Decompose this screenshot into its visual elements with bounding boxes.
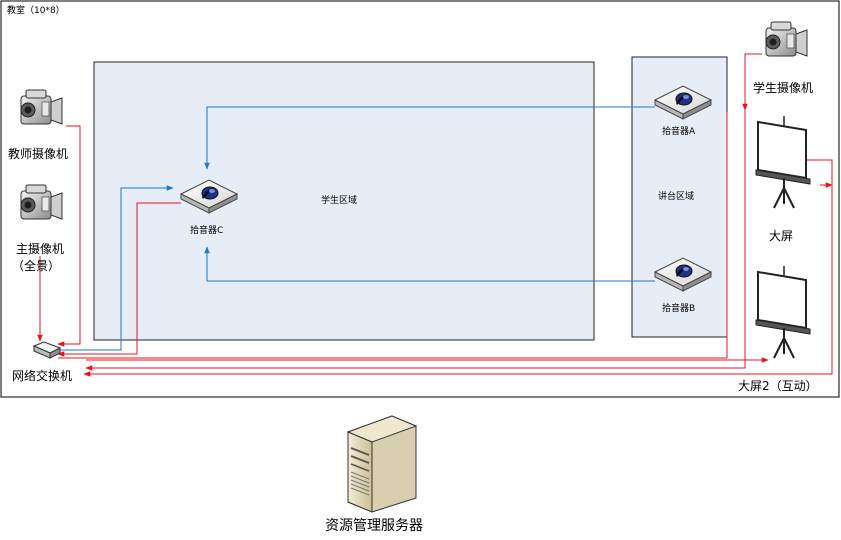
pickup-c-label: 拾音器C — [190, 224, 223, 236]
student-camera-label: 学生摄像机 — [753, 80, 813, 95]
network-switch-label: 网络交换机 — [12, 368, 72, 383]
big-screen-2-label: 大屏2（互动） — [738, 379, 818, 393]
pickup-b-label: 拾音器B — [662, 302, 695, 314]
student-zone-label: 学生区域 — [321, 194, 357, 206]
audio-connections — [58, 106, 655, 351]
pickup-a-label: 拾音器A — [662, 125, 696, 137]
video-connections — [37, 53, 833, 377]
server-icon — [346, 415, 418, 513]
big-screen-label: 大屏 — [769, 229, 793, 243]
podium-zone-label: 讲台区域 — [658, 190, 694, 202]
classroom-title: 教室（10*8） — [7, 4, 65, 16]
main-camera-label: 主摄像机 — [16, 241, 64, 256]
switch-icon — [32, 341, 62, 359]
teacher-camera-label: 教师摄像机 — [8, 146, 68, 161]
main-camera-sublabel: （全景） — [12, 258, 60, 273]
student-zone — [93, 61, 595, 341]
resource-server-label: 资源管理服务器 — [325, 518, 423, 534]
